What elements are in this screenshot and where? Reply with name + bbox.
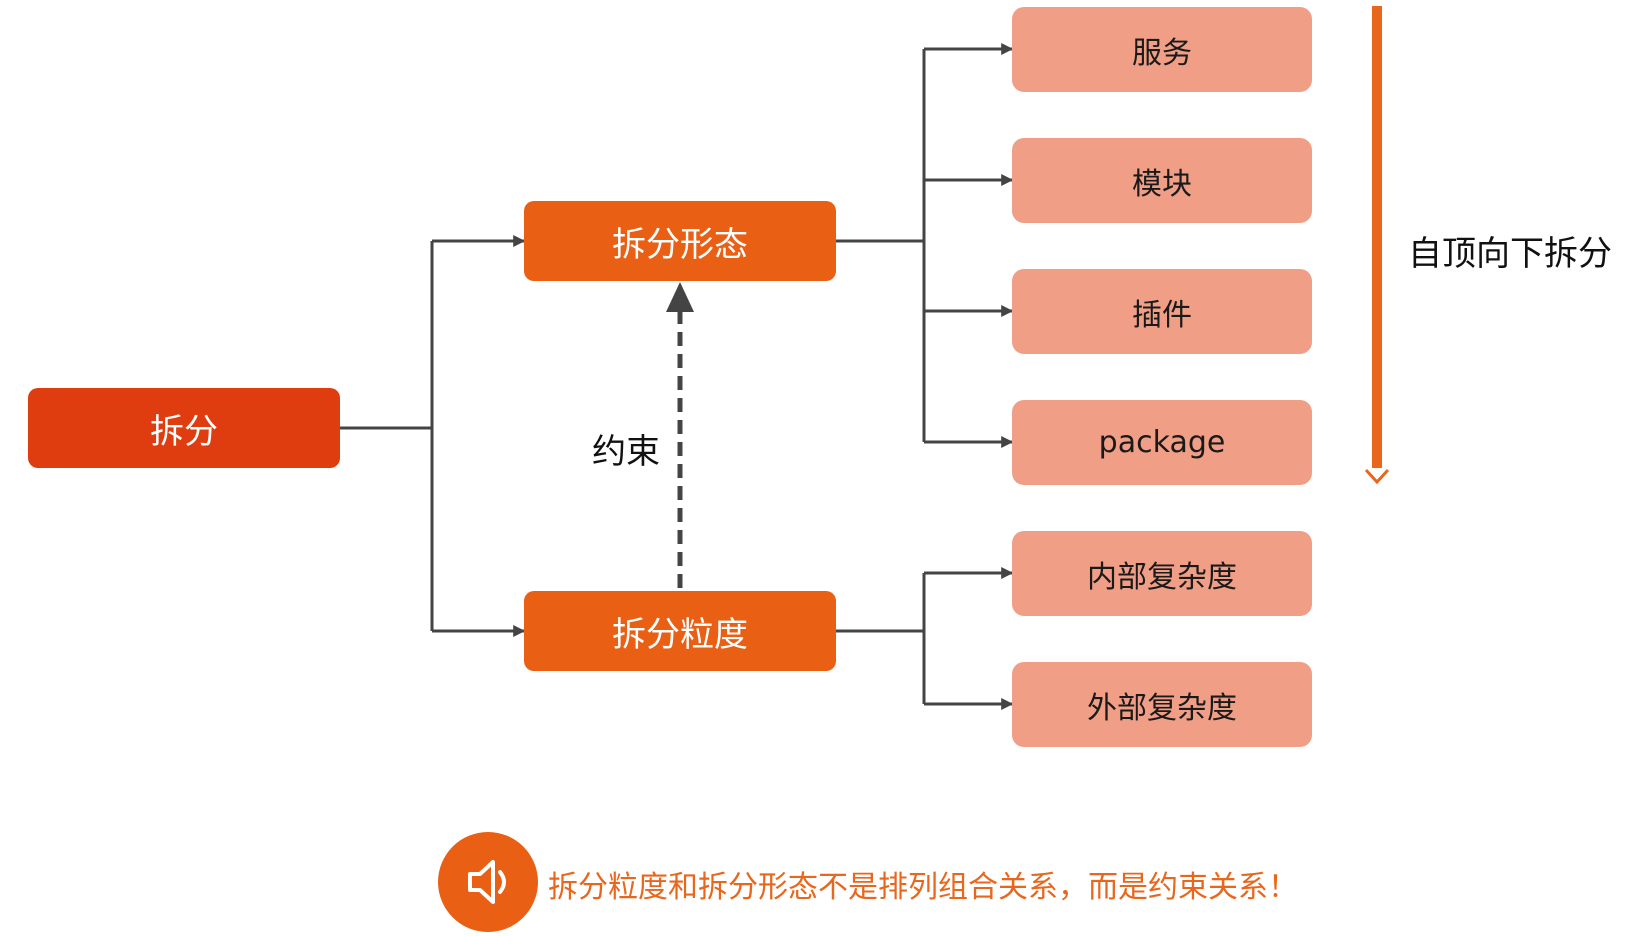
leaf-plugin: 插件 bbox=[1012, 269, 1312, 354]
form-to-children-connector bbox=[836, 43, 1014, 448]
leaf-label: 外部复杂度 bbox=[1087, 690, 1237, 726]
leaf-label: 插件 bbox=[1132, 297, 1192, 333]
leaf-external-complexity: 外部复杂度 bbox=[1012, 662, 1312, 747]
leaf-internal-complexity: 内部复杂度 bbox=[1012, 531, 1312, 616]
leaf-module: 模块 bbox=[1012, 138, 1312, 223]
branch-granularity-label: 拆分粒度 bbox=[612, 614, 748, 655]
leaf-label: 内部复杂度 bbox=[1087, 559, 1237, 595]
constraint-label: 约束 bbox=[592, 432, 660, 472]
granularity-to-children-connector bbox=[836, 567, 1014, 710]
direction-arrow bbox=[1364, 6, 1390, 485]
speaker-icon bbox=[468, 860, 506, 904]
speaker-badge bbox=[438, 832, 538, 932]
root-label: 拆分 bbox=[150, 411, 218, 452]
leaf-label: 服务 bbox=[1132, 35, 1192, 71]
branch-granularity-node: 拆分粒度 bbox=[524, 591, 836, 671]
leaf-service: 服务 bbox=[1012, 7, 1312, 92]
branch-form-node: 拆分形态 bbox=[524, 201, 836, 281]
constraint-arrow bbox=[666, 282, 694, 588]
root-node: 拆分 bbox=[28, 388, 340, 468]
note-text: 拆分粒度和拆分形态不是排列组合关系，而是约束关系！ bbox=[548, 870, 1298, 905]
direction-label: 自顶向下拆分 bbox=[1408, 234, 1612, 274]
branch-form-label: 拆分形态 bbox=[612, 224, 748, 265]
leaf-label: package bbox=[1098, 425, 1226, 460]
root-to-branches-connector bbox=[340, 235, 526, 637]
leaf-package: package bbox=[1012, 400, 1312, 485]
leaf-label: 模块 bbox=[1132, 166, 1192, 202]
